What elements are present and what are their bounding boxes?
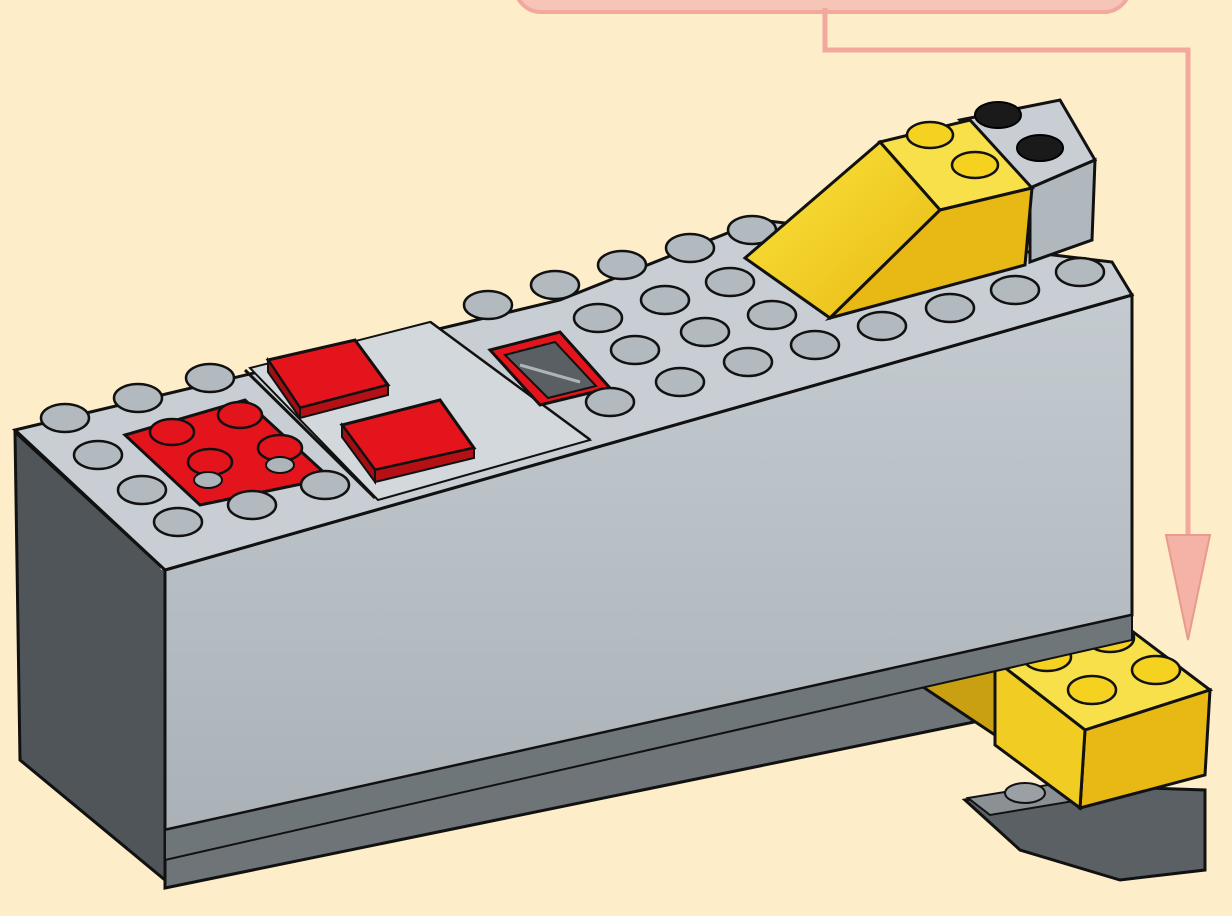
assembly-illustration [0,0,1232,916]
instruction-page: { "step": { "number": "2" }, "colors": {… [0,0,1232,916]
